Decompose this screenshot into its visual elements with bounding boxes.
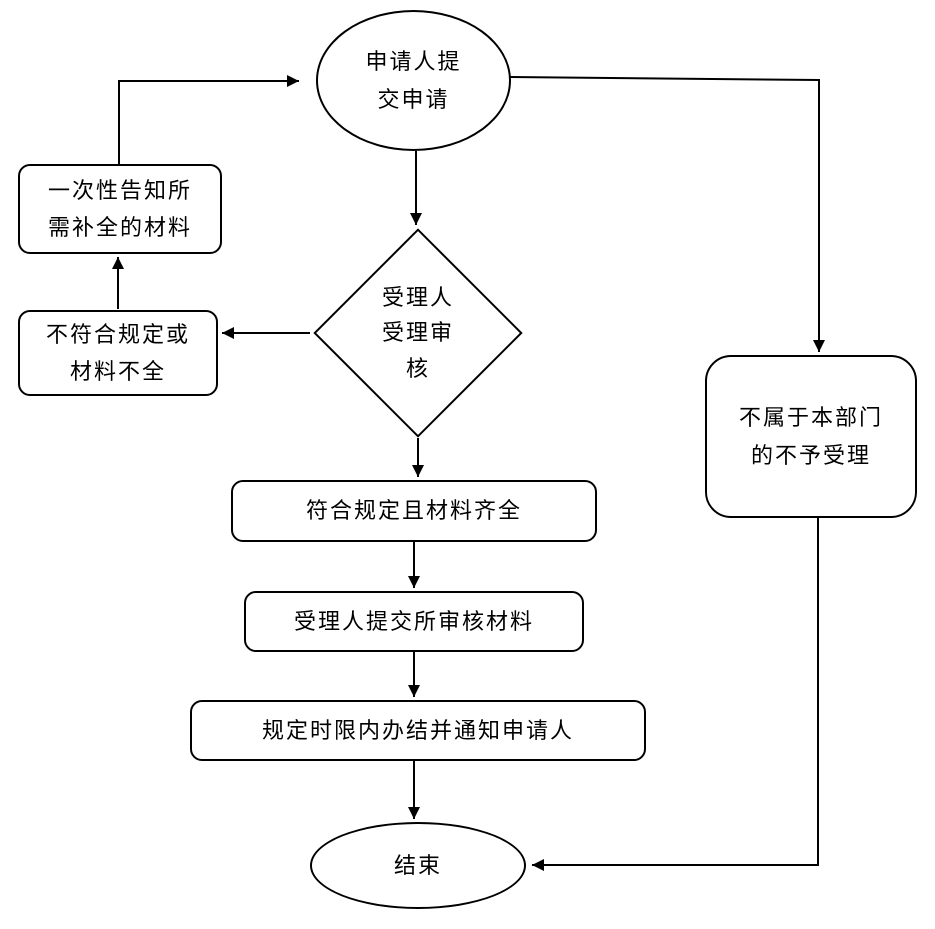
node-start-ellipse: 申请人提交申请 xyxy=(316,10,511,151)
node-qualified-box: 符合规定且材料齐全 xyxy=(231,480,597,542)
node-submit-box: 受理人提交所审核材料 xyxy=(244,591,584,652)
node-review-label: 受理人受理审核 xyxy=(381,285,454,381)
node-submit-label: 受理人提交所审核材料 xyxy=(293,608,534,634)
node-conclude-box: 规定时限内办结并通知申请人 xyxy=(190,700,646,761)
node-conclude-label: 规定时限内办结并通知申请人 xyxy=(261,717,574,743)
node-reject-label: 不属于本部门的不予受理 xyxy=(738,405,883,468)
edge-start-to-reject xyxy=(509,76,825,352)
edge-notify-to-start xyxy=(118,75,299,164)
node-qualified-label: 符合规定且材料齐全 xyxy=(305,498,522,524)
node-review-label-wrap: 受理人受理审核 xyxy=(368,272,468,394)
node-end-ellipse: 结束 xyxy=(310,822,526,909)
node-incomplete-label: 不符合规定或材料不全 xyxy=(45,321,190,384)
node-reject-box: 不属于本部门的不予受理 xyxy=(705,355,917,518)
node-notify-label: 一次性告知所需补全的材料 xyxy=(47,177,192,240)
node-notify-box: 一次性告知所需补全的材料 xyxy=(18,164,222,254)
node-end-label: 结束 xyxy=(393,852,442,878)
node-start-label: 申请人提交申请 xyxy=(365,49,462,112)
edge-reject-to-end xyxy=(532,518,819,871)
node-incomplete-box: 不符合规定或材料不全 xyxy=(18,310,218,396)
